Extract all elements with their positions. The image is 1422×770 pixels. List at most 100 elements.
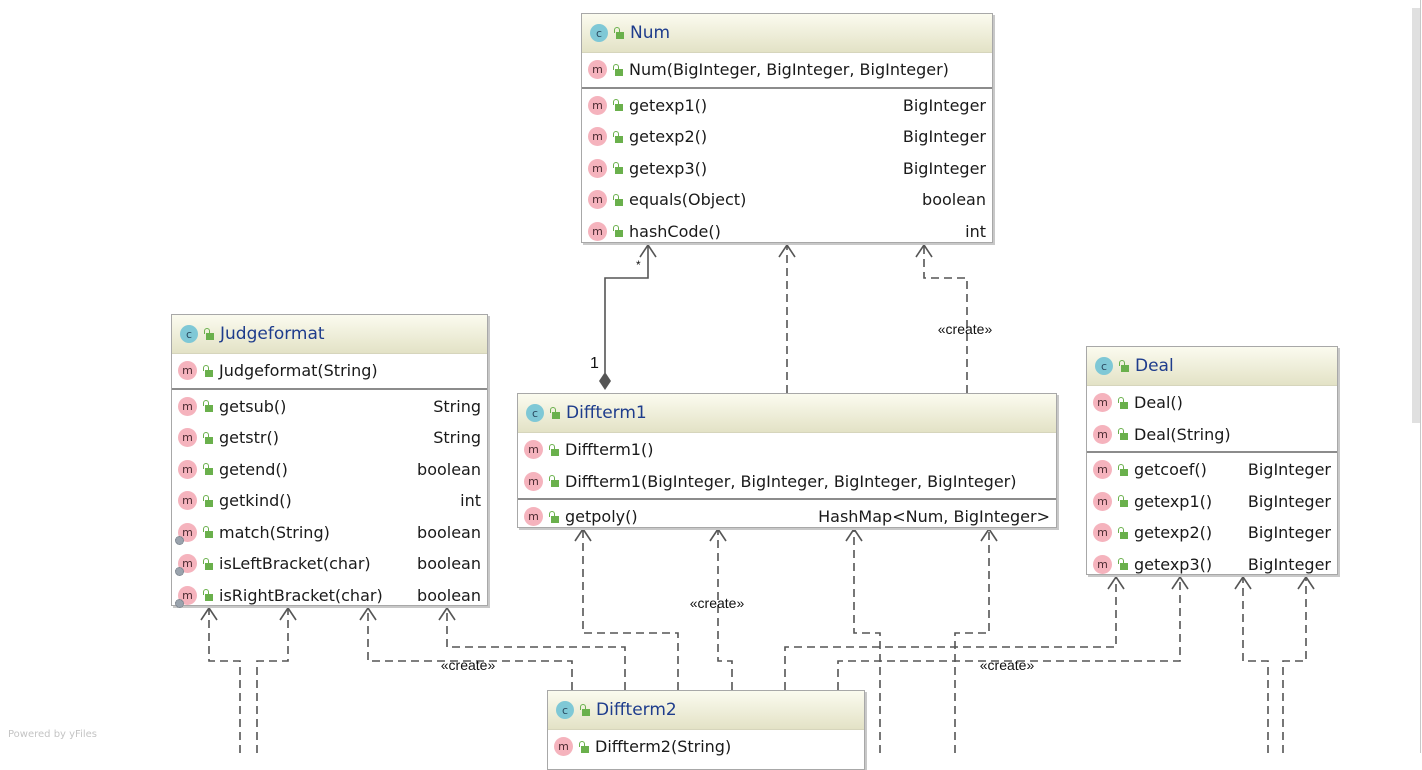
arrowhead-icon xyxy=(1234,575,1252,590)
public-lock-icon xyxy=(613,27,624,39)
method-icon: m xyxy=(524,507,543,527)
vertical-scrollbar[interactable] xyxy=(1412,8,1420,423)
public-lock-icon xyxy=(612,193,623,206)
edge-composition-diffterm1-num xyxy=(604,245,649,373)
method-icon: m xyxy=(524,440,543,460)
arrowhead-icon xyxy=(709,527,727,542)
member-type: boolean xyxy=(417,554,481,574)
member-name: getexp1() xyxy=(1134,491,1213,511)
arrowhead-icon xyxy=(359,606,377,621)
edge-label-create-diffterm1: «create» xyxy=(689,595,745,611)
public-lock-icon xyxy=(202,557,213,570)
method-row[interactable]: m hashCode() int xyxy=(582,216,992,248)
multiplicity-one: 1 xyxy=(590,355,599,372)
public-lock-icon xyxy=(612,130,623,143)
class-name[interactable]: Judgeformat xyxy=(220,324,325,344)
method-icon: m xyxy=(178,396,197,416)
member-type: int xyxy=(460,491,481,511)
method-icon: m xyxy=(175,554,197,577)
method-icon: m xyxy=(524,471,543,491)
class-header: c Judgeformat xyxy=(172,315,487,354)
arrowhead-icon xyxy=(1107,575,1125,590)
public-lock-icon xyxy=(1117,428,1128,441)
static-gear-icon xyxy=(175,598,184,608)
class-name[interactable]: Num xyxy=(630,23,671,43)
class-name[interactable]: Diffterm2 xyxy=(596,700,677,720)
edge-dependency-diffterm2-diffterm1-1 xyxy=(582,529,679,690)
public-lock-icon xyxy=(612,99,623,112)
member-name: equals(Object) xyxy=(629,190,747,210)
method-row[interactable]: m getend() boolean xyxy=(172,454,487,486)
static-gear-icon xyxy=(175,567,184,577)
member-type: int xyxy=(965,221,986,241)
public-lock-icon xyxy=(612,162,623,175)
arrowhead-icon xyxy=(778,243,796,258)
method-icon: m xyxy=(178,428,197,448)
member-type: BigInteger xyxy=(902,158,986,178)
class-icon: c xyxy=(180,325,198,343)
member-type: String xyxy=(433,396,481,416)
member-name: hashCode() xyxy=(629,221,721,241)
member-type: BigInteger xyxy=(1247,460,1331,480)
method-row[interactable]: m isLeftBracket(char) boolean xyxy=(172,548,487,580)
member-name: getend() xyxy=(219,459,288,479)
member-type: boolean xyxy=(417,585,481,605)
method-icon: m xyxy=(1093,491,1112,511)
edge-create-diffterm2-deal xyxy=(837,577,1181,690)
member-type: boolean xyxy=(417,459,481,479)
member-name: isLeftBracket(char) xyxy=(219,554,371,574)
method-icon: m xyxy=(588,221,607,241)
class-name[interactable]: Deal xyxy=(1135,356,1174,376)
class-name[interactable]: Diffterm1 xyxy=(566,403,647,423)
member-type: BigInteger xyxy=(1247,554,1331,574)
method-icon: m xyxy=(588,127,607,147)
edge-dependency-to-diffterm1-4 xyxy=(954,529,990,753)
member-name: getpoly() xyxy=(565,507,638,527)
method-icon: m xyxy=(1093,393,1112,413)
member-name: Judgeformat(String) xyxy=(219,361,378,381)
edge-create-diffterm1-num xyxy=(923,245,968,393)
member-name: getkind() xyxy=(219,491,292,511)
constructor-row[interactable]: m Deal() xyxy=(1087,387,1337,419)
member-name: isRightBracket(char) xyxy=(219,585,383,605)
arrowhead-icon xyxy=(915,243,933,258)
member-name: Num(BigInteger, BigInteger, BigInteger) xyxy=(629,60,949,80)
member-name: getexp2() xyxy=(629,127,708,147)
member-name: Deal() xyxy=(1134,393,1183,413)
arrowhead-icon xyxy=(574,527,592,542)
arrowhead-icon xyxy=(1297,575,1315,590)
method-icon: m xyxy=(178,459,197,479)
edge-label-create-judgeformat: «create» xyxy=(440,657,496,673)
